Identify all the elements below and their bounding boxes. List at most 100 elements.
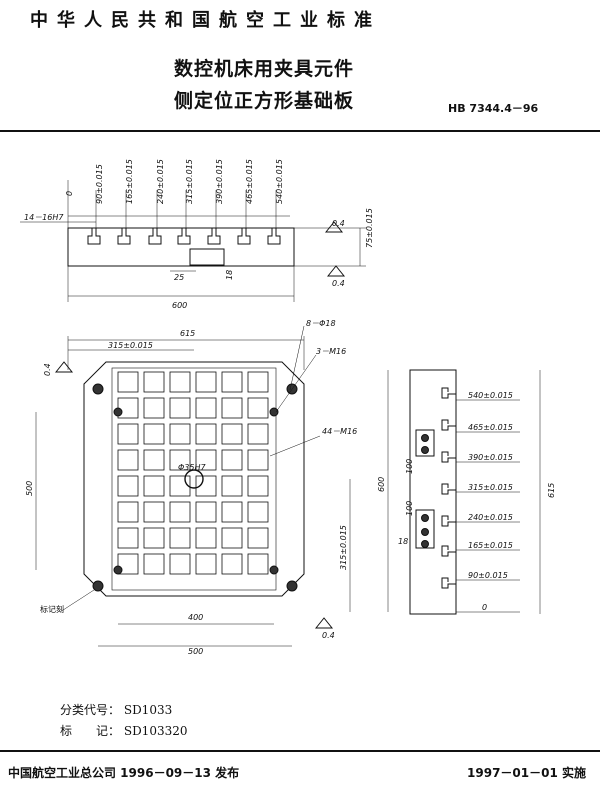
classification-value: SD1033 bbox=[123, 703, 173, 717]
grid-cell bbox=[143, 449, 165, 471]
front-dim-0: 0 bbox=[65, 191, 74, 196]
document-title-line1: 数控机床用夹具元件 bbox=[174, 58, 355, 80]
grid-cell bbox=[247, 423, 269, 445]
grid-cell bbox=[169, 501, 191, 523]
plate-plan-outline bbox=[83, 361, 305, 597]
plate-front-outline bbox=[67, 227, 295, 267]
grid-cell bbox=[143, 397, 165, 419]
grid-cell bbox=[117, 449, 139, 471]
grid-cell bbox=[221, 501, 243, 523]
plan-bottom-outer: 500 bbox=[188, 647, 203, 656]
plan-flat-top: 0.4 bbox=[43, 363, 52, 376]
plan-overall: 615 bbox=[180, 329, 195, 338]
grid-cell bbox=[247, 371, 269, 393]
grid-cell bbox=[195, 449, 217, 471]
header-rule bbox=[0, 130, 600, 132]
standard-code: HB 7344.4－96 bbox=[448, 102, 539, 115]
center-hole-label: Φ35H7 bbox=[178, 463, 206, 472]
side-dim-0: 0 bbox=[482, 603, 487, 612]
front-dim-315: 315±0.015 bbox=[185, 159, 194, 204]
grid-cell bbox=[247, 553, 269, 575]
plan-flat-bottom: 0.4 bbox=[322, 631, 335, 640]
grid-cell bbox=[221, 527, 243, 549]
effective-text: 1997－01－01 实施 bbox=[467, 766, 586, 780]
marking-row-label: 标 记： bbox=[60, 724, 121, 738]
grid-cell bbox=[117, 553, 139, 575]
grid-cell bbox=[169, 475, 191, 497]
side-dim-390: 390±0.015 bbox=[468, 453, 513, 462]
plan-right-dim: 315±0.015 bbox=[339, 525, 348, 570]
front-dim-390: 390±0.015 bbox=[215, 159, 224, 204]
grid-cell bbox=[169, 371, 191, 393]
front-dim-540: 540±0.015 bbox=[275, 159, 284, 204]
grid-cell bbox=[169, 553, 191, 575]
flat-label-top: 0.4 bbox=[332, 219, 345, 228]
side-right-height: 615 bbox=[547, 483, 556, 498]
side-spacing-b: 100 bbox=[405, 501, 414, 516]
grid-cell bbox=[143, 501, 165, 523]
holes-grid-label: 44－M16 bbox=[322, 427, 357, 436]
front-length: 600 bbox=[172, 301, 187, 310]
classification-label: 分类代号： bbox=[60, 703, 121, 717]
issuer-text: 中国航空工业总公司 1996－09－13 发布 bbox=[8, 766, 240, 780]
front-dim-240: 240±0.015 bbox=[156, 159, 165, 204]
technical-drawing: 0 90±0.015 165±0.015 240±0.015 315±0.015… bbox=[20, 159, 556, 656]
grid-cell bbox=[169, 423, 191, 445]
marking-row-value: SD103320 bbox=[123, 724, 188, 738]
grid-cell bbox=[195, 397, 217, 419]
side-spacing-a: 100 bbox=[405, 459, 414, 474]
grid-cell bbox=[195, 423, 217, 445]
classification-row: 分类代号： SD1033 bbox=[60, 701, 172, 718]
grid-cell bbox=[169, 449, 191, 471]
hole-offset: 25 bbox=[174, 273, 184, 282]
side-view bbox=[387, 369, 541, 615]
grid-cell bbox=[117, 475, 139, 497]
grid-cell bbox=[117, 371, 139, 393]
front-dim-90: 90±0.015 bbox=[95, 164, 104, 204]
document-title-line2: 侧定位正方形基础板 bbox=[174, 90, 355, 112]
grid-cell bbox=[117, 423, 139, 445]
side-dim-90: 90±0.015 bbox=[468, 571, 508, 580]
side-dim-240: 240±0.015 bbox=[468, 513, 513, 522]
marking-row: 标 记： SD103320 bbox=[60, 722, 188, 739]
grid-cell bbox=[195, 553, 217, 575]
slot-label: 14－16H7 bbox=[24, 213, 64, 222]
grid-cell bbox=[221, 371, 243, 393]
grid-cell bbox=[117, 527, 139, 549]
grid-cell bbox=[169, 527, 191, 549]
front-view bbox=[20, 180, 366, 302]
grid-cell bbox=[143, 371, 165, 393]
plan-left-dim: 500 bbox=[25, 481, 34, 496]
holes-big-label: 8－Φ18 bbox=[306, 319, 336, 328]
flat-label-top-bottom: 0.4 bbox=[332, 279, 345, 288]
grid-cell bbox=[195, 475, 217, 497]
front-dim-465: 465±0.015 bbox=[245, 159, 254, 204]
grid-cell bbox=[169, 397, 191, 419]
grid-cell bbox=[221, 475, 243, 497]
hole-spacing: 18 bbox=[225, 270, 234, 280]
grid-cell bbox=[247, 475, 269, 497]
grid-cell bbox=[221, 423, 243, 445]
grid-cell bbox=[247, 527, 269, 549]
front-dim-165: 165±0.015 bbox=[125, 159, 134, 204]
grid-cell bbox=[195, 371, 217, 393]
side-spacing-c: 18 bbox=[398, 537, 408, 546]
side-dim-315: 315±0.015 bbox=[468, 483, 513, 492]
grid-cell bbox=[143, 475, 165, 497]
corner-hole-bl bbox=[92, 580, 104, 592]
grid-cell bbox=[221, 449, 243, 471]
side-dim-465: 465±0.015 bbox=[468, 423, 513, 432]
grid-cell bbox=[247, 397, 269, 419]
center-hole bbox=[184, 469, 204, 489]
plan-view bbox=[35, 325, 351, 647]
grid-cell bbox=[221, 553, 243, 575]
grid-cell bbox=[143, 423, 165, 445]
grid-cell bbox=[195, 501, 217, 523]
side-left-height: 600 bbox=[377, 477, 386, 492]
side-dim-165: 165±0.015 bbox=[468, 541, 513, 550]
grid-cell bbox=[247, 449, 269, 471]
marking-label: 标记刻 bbox=[40, 604, 64, 614]
plan-bottom-inner: 400 bbox=[188, 613, 203, 622]
grid-cell bbox=[195, 527, 217, 549]
footer-rule bbox=[0, 750, 600, 752]
